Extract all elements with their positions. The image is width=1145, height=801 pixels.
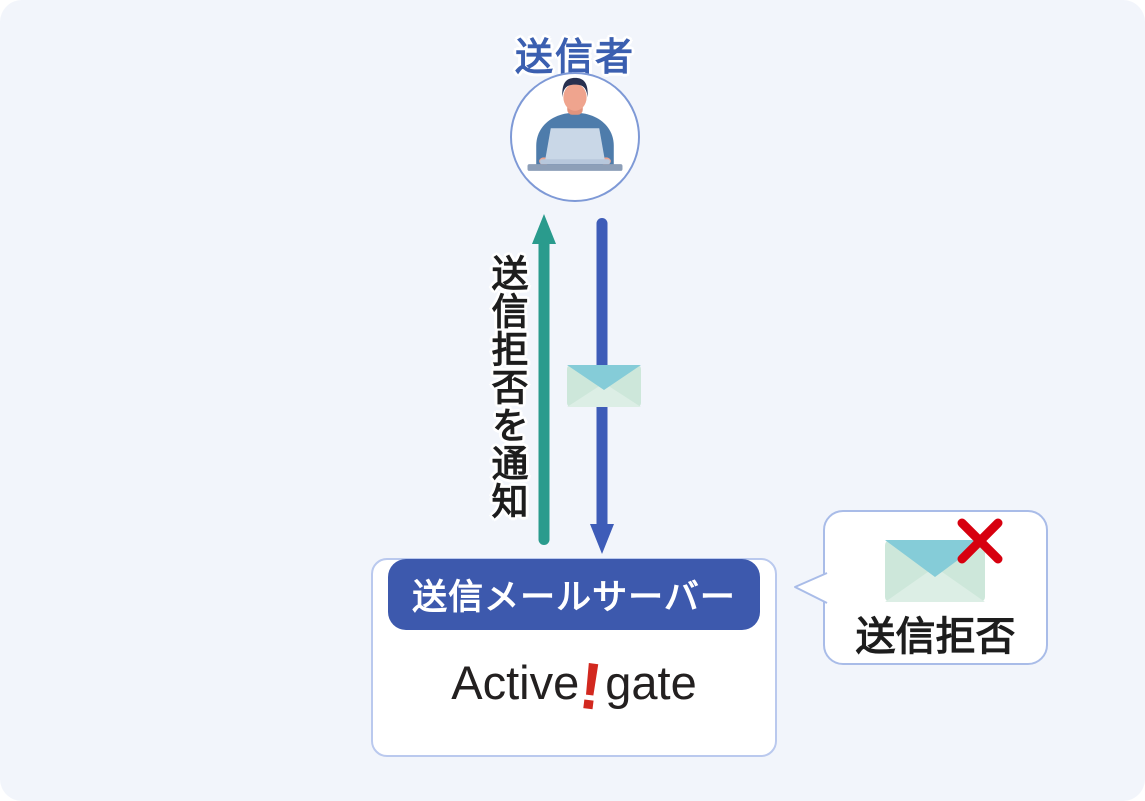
sender-avatar	[510, 72, 640, 202]
notify-label: 送信拒否を通知	[486, 254, 527, 520]
mail-server-badge: 送信メールサーバー	[388, 559, 760, 630]
activegate-logo: Active ! gate	[373, 644, 775, 724]
logo-text-active: Active	[451, 656, 580, 709]
reject-x-icon	[957, 518, 1003, 564]
logo-text-gate: gate	[605, 656, 697, 709]
logo-exclamation: !	[575, 647, 607, 724]
envelope-icon	[567, 365, 641, 407]
mail-server-box: 送信メールサーバー Active ! gate	[371, 558, 777, 757]
rejection-bubble: 送信拒否	[794, 510, 1048, 665]
notify-up-arrow	[532, 214, 556, 545]
bubble-tail	[794, 572, 828, 604]
person-at-laptop-icon	[527, 77, 623, 171]
rejection-label: 送信拒否	[855, 615, 1016, 659]
